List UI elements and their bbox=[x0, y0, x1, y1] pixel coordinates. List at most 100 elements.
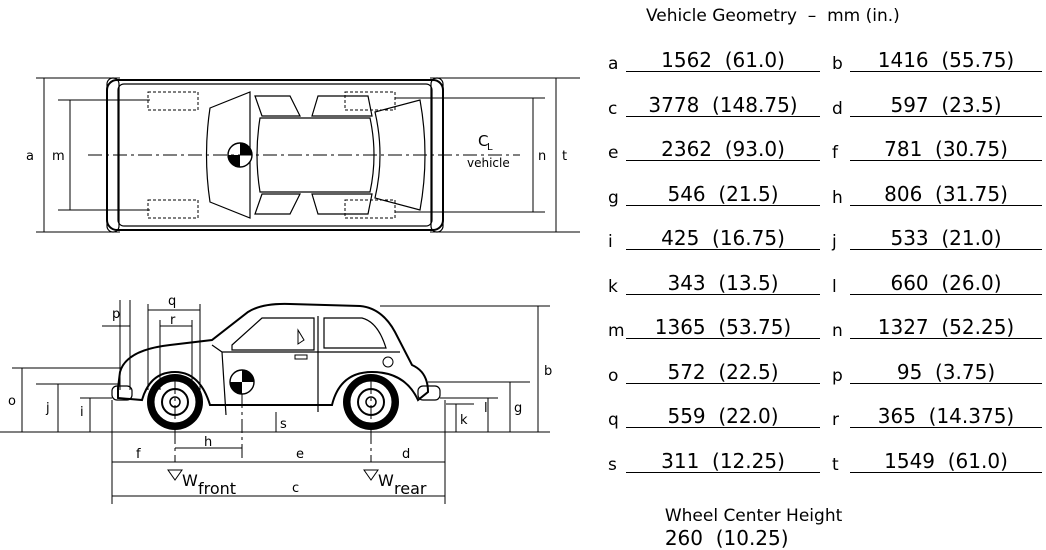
dimension-value: 533 (21.0) bbox=[850, 223, 1042, 250]
side-view-rear-bumper bbox=[417, 385, 441, 401]
dimension-value: 597 (23.5) bbox=[850, 90, 1042, 117]
dim-p-label: p bbox=[112, 307, 120, 322]
centerline-symbol: C bbox=[478, 132, 488, 150]
dimension-letter: g bbox=[608, 187, 619, 208]
top-view-rear-glass bbox=[374, 99, 426, 211]
dimension-value: 1327 (52.25) bbox=[850, 312, 1042, 339]
dimension-letter: c bbox=[608, 98, 618, 119]
dimension-g: g 546 (21.5) bbox=[606, 179, 824, 209]
dim-f-label: f bbox=[136, 447, 141, 462]
top-view-wheel-front-left bbox=[147, 91, 199, 111]
dimension-value: 1562 (61.0) bbox=[626, 45, 820, 72]
dimension-value: 311 (12.25) bbox=[626, 446, 820, 473]
dimension-letter: i bbox=[608, 232, 613, 252]
dimension-letter: d bbox=[832, 98, 843, 119]
dim-r-label: r bbox=[170, 313, 176, 328]
dimension-letter: f bbox=[832, 143, 838, 163]
dimension-value: 806 (31.75) bbox=[850, 179, 1042, 206]
dim-t-label: t bbox=[562, 149, 567, 164]
dim-k-label: k bbox=[460, 413, 468, 428]
dimension-letter: h bbox=[832, 187, 843, 208]
top-view-side-glass-right-2 bbox=[311, 193, 373, 215]
dimension-l: l 660 (26.0) bbox=[830, 268, 1046, 298]
dimension-value: 559 (22.0) bbox=[626, 401, 820, 428]
dimension-s: s 311 (12.25) bbox=[606, 446, 824, 476]
dimension-t: t 1549 (61.0) bbox=[830, 446, 1046, 476]
side-view-front-window bbox=[231, 317, 315, 351]
side-view-rear-window bbox=[323, 317, 387, 349]
dimension-value: 1416 (55.75) bbox=[850, 45, 1042, 72]
dimension-value: 781 (30.75) bbox=[850, 134, 1042, 161]
side-view-cg-marker bbox=[229, 369, 255, 395]
top-view-side-glass-left bbox=[254, 95, 301, 117]
top-view-windshield bbox=[205, 91, 251, 219]
dimension-n: n 1327 (52.25) bbox=[830, 312, 1046, 342]
side-view-front-bumper bbox=[111, 385, 133, 401]
dimension-p: p 95 (3.75) bbox=[830, 357, 1046, 387]
dimension-h: h 806 (31.75) bbox=[830, 179, 1046, 209]
centerline-vehicle-label: vehicle bbox=[467, 156, 510, 170]
svg-text:W: W bbox=[182, 471, 198, 490]
wheel-center-height-value: 260 (10.25) bbox=[664, 526, 789, 550]
w-front-arrow: W front bbox=[167, 469, 236, 498]
dim-s-label: s bbox=[280, 417, 287, 432]
dimension-letter: q bbox=[608, 410, 619, 430]
side-mirror bbox=[297, 328, 305, 345]
svg-text:front: front bbox=[198, 479, 236, 498]
door-handle bbox=[294, 354, 308, 360]
fuel-cap bbox=[382, 356, 394, 368]
table-title: Vehicle Geometry – mm (in.) bbox=[646, 6, 900, 26]
dimension-row: c 3778 (148.75) d 597 (23.5) bbox=[606, 90, 1046, 120]
w-rear-arrow: W rear bbox=[363, 469, 427, 498]
dimension-letter: s bbox=[608, 454, 617, 475]
dim-i-label: i bbox=[80, 405, 84, 420]
top-view-wheel-front-right bbox=[147, 199, 199, 219]
side-view: p q r o j i b g l k s bbox=[0, 294, 552, 504]
wheel-center-height-label: Wheel Center Height bbox=[664, 506, 843, 526]
dim-b-label: b bbox=[544, 364, 552, 379]
dimension-d: d 597 (23.5) bbox=[830, 90, 1046, 120]
dimension-value: 546 (21.5) bbox=[626, 179, 820, 206]
top-view: a m n t C L vehicle bbox=[26, 77, 580, 233]
dimension-letter: b bbox=[832, 54, 843, 74]
dim-h-label: h bbox=[204, 435, 212, 450]
dimension-value: 3778 (148.75) bbox=[626, 90, 820, 117]
dimension-c: c 3778 (148.75) bbox=[606, 90, 824, 120]
dimension-letter: n bbox=[832, 321, 843, 341]
dim-j-label: j bbox=[45, 401, 50, 416]
dimension-b: b 1416 (55.75) bbox=[830, 45, 1046, 75]
dimension-value: 2362 (93.0) bbox=[626, 134, 820, 161]
svg-text:W: W bbox=[378, 471, 394, 490]
dimension-value: 95 (3.75) bbox=[850, 357, 1042, 384]
vehicle-diagram: a m n t C L vehicle bbox=[0, 77, 580, 504]
dim-q-label: q bbox=[168, 294, 176, 309]
dimension-letter: m bbox=[608, 321, 625, 341]
dim-g-label: g bbox=[514, 401, 522, 416]
wheel-center-height: Wheel Center Height 260 (10.25) bbox=[654, 486, 842, 550]
dimension-value: 1365 (53.75) bbox=[626, 312, 820, 339]
dimension-q: q 559 (22.0) bbox=[606, 401, 824, 431]
dim-o-label: o bbox=[8, 394, 16, 409]
top-view-wheel-rear-left bbox=[344, 91, 396, 111]
dimension-letter: t bbox=[832, 454, 839, 475]
dimension-letter: l bbox=[832, 276, 837, 297]
dimension-value: 1549 (61.0) bbox=[850, 446, 1042, 473]
top-view-side-glass-right bbox=[254, 193, 301, 215]
dimension-letter: p bbox=[832, 365, 843, 386]
dimension-value: 660 (26.0) bbox=[850, 268, 1042, 295]
dim-n-label: n bbox=[538, 149, 546, 164]
rear-wheel bbox=[343, 374, 399, 430]
